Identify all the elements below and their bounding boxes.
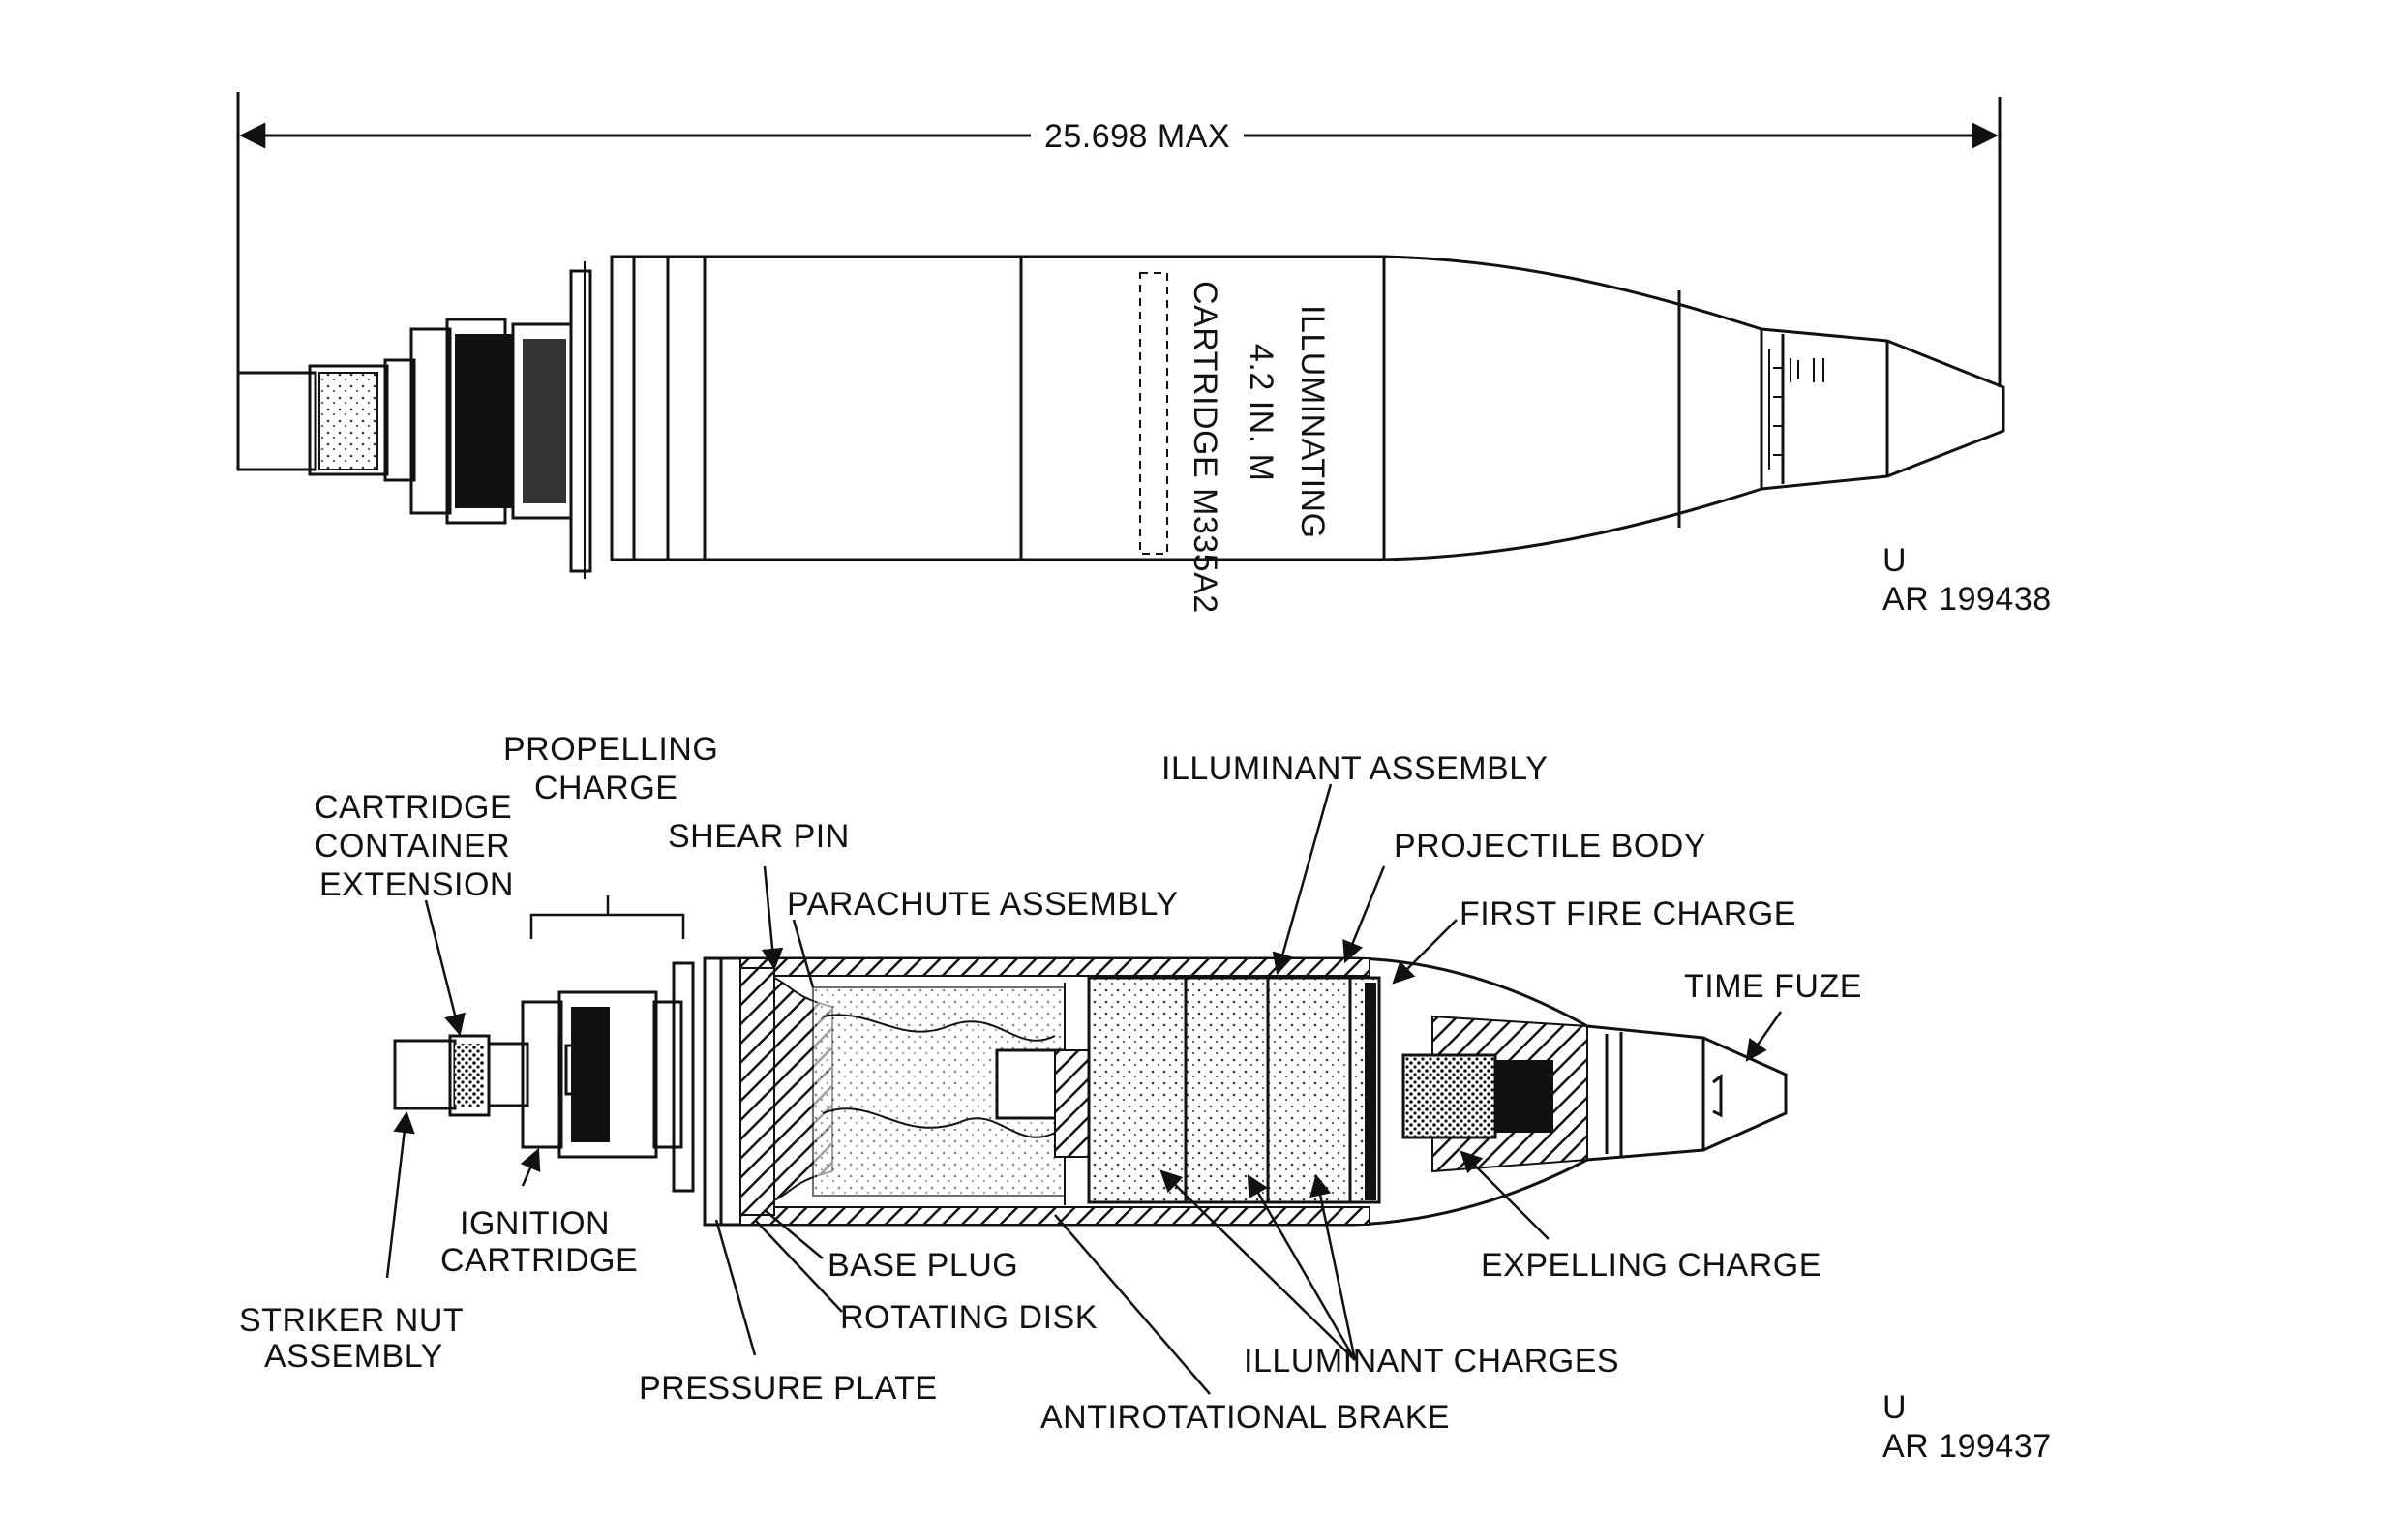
bottom-projectile-body	[703, 956, 1788, 1227]
label-propelling-charge-1: PROPELLING	[503, 731, 718, 768]
label-illuminant-assembly: ILLUMINANT ASSEMBLY	[1161, 750, 1548, 787]
top-view-code-1: U	[1882, 542, 1907, 579]
top-projectile-body: ILLUMINATING 4.2 IN. M CARTRIDGE M335A2	[610, 255, 2005, 614]
top-view: 25.698 MAX	[236, 92, 2052, 618]
label-cartridge-container-1: CARTRIDGE	[315, 789, 512, 826]
top-view-code-2: AR 199438	[1882, 581, 2052, 618]
label-expelling-charge: EXPELLING CHARGE	[1481, 1247, 1821, 1284]
label-rotating-disk: ROTATING DISK	[840, 1299, 1098, 1336]
marking-line-2: 4.2 IN. M	[1243, 344, 1279, 481]
bottom-tail-assembly	[393, 961, 695, 1193]
bottom-view-code-2: AR 199437	[1882, 1428, 2052, 1465]
label-projectile-body: PROJECTILE BODY	[1394, 828, 1706, 864]
label-striker-nut-2: ASSEMBLY	[264, 1338, 443, 1375]
label-ignition-cartridge-1: IGNITION	[460, 1205, 610, 1242]
dimension-label: 25.698 MAX	[1044, 118, 1230, 155]
label-time-fuze: TIME FUZE	[1684, 968, 1862, 1005]
label-antirotational-brake: ANTIROTATIONAL BRAKE	[1040, 1399, 1450, 1436]
bottom-view-code-1: U	[1882, 1389, 1907, 1426]
label-pressure-plate: PRESSURE PLATE	[639, 1370, 938, 1407]
part-labels: PROPELLING CHARGE CARTRIDGE CONTAINER EX…	[239, 731, 1862, 1436]
label-cartridge-container-3: EXTENSION	[319, 866, 514, 903]
bottom-view: PROPELLING CHARGE CARTRIDGE CONTAINER EX…	[239, 731, 2052, 1465]
label-base-plug: BASE PLUG	[828, 1247, 1018, 1284]
label-first-fire-charge: FIRST FIRE CHARGE	[1460, 895, 1796, 932]
label-propelling-charge-2: CHARGE	[534, 770, 677, 806]
label-striker-nut-1: STRIKER NUT	[239, 1302, 464, 1339]
label-parachute-assembly: PARACHUTE ASSEMBLY	[787, 886, 1179, 923]
label-ignition-cartridge-2: CARTRIDGE	[440, 1242, 638, 1279]
label-cartridge-container-2: CONTAINER	[315, 828, 510, 864]
label-shear-pin: SHEAR PIN	[668, 818, 850, 855]
marking-line-3: CARTRIDGE M335A2	[1187, 281, 1223, 614]
dimension-line: 25.698 MAX	[236, 92, 2002, 387]
marking-line-1: ILLUMINATING	[1294, 305, 1331, 539]
top-tail-assembly	[236, 261, 592, 579]
leader-lines	[385, 783, 1783, 1395]
label-illuminant-charges: ILLUMINANT CHARGES	[1244, 1343, 1619, 1380]
